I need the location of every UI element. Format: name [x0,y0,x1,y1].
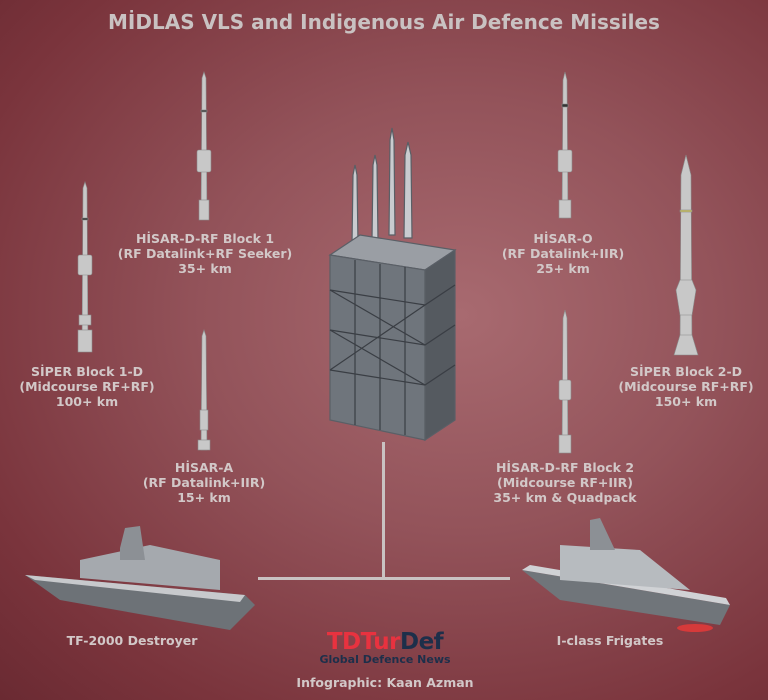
credit: Infographic: Kaan Azman [296,675,474,690]
midlas-vls-launcher [328,127,457,442]
page-title: MİDLAS VLS and Indigenous Air Defence Mi… [108,10,660,34]
connector-horizontal [258,577,510,580]
label-i-class: I-class Frigates [556,633,664,648]
label-hisar-a: HİSAR-A(RF Datalink+IIR)15+ km [142,460,266,505]
label-hisar-o: HİSAR-O(RF Datalink+IIR)25+ km [501,231,625,276]
label-siper-block2d: SİPER Block 2-D(Midcourse RF+RF)150+ km [618,364,754,409]
label-hisar-d-rf-block1: HİSAR-D-RF Block 1(RF Datalink+RF Seeker… [117,231,293,276]
missile-hisar-d-rf-block2 [558,309,572,454]
logo-td-mark: TD [326,629,361,655]
missile-hisar-a [197,329,211,451]
ship-tf2000-destroyer [25,526,255,630]
turdef-logo: TDTurDef Global Defence News [319,629,451,666]
missile-hisar-d-rf-block1 [196,71,212,221]
missile-hisar-o [557,71,573,219]
ship-i-class-frigate [522,518,730,632]
label-siper-block1d: SİPER Block 1-D(Midcourse RF+RF)100+ km [19,364,155,409]
logo-tagline: Global Defence News [319,653,451,666]
label-tf2000: TF-2000 Destroyer [66,633,198,648]
connector-vertical [382,442,385,580]
missile-siper-block1d [77,181,93,353]
missile-siper-block2d [673,154,699,356]
label-hisar-d-rf-block2: HİSAR-D-RF Block 2(Midcourse RF+IIR)35+ … [493,460,637,505]
